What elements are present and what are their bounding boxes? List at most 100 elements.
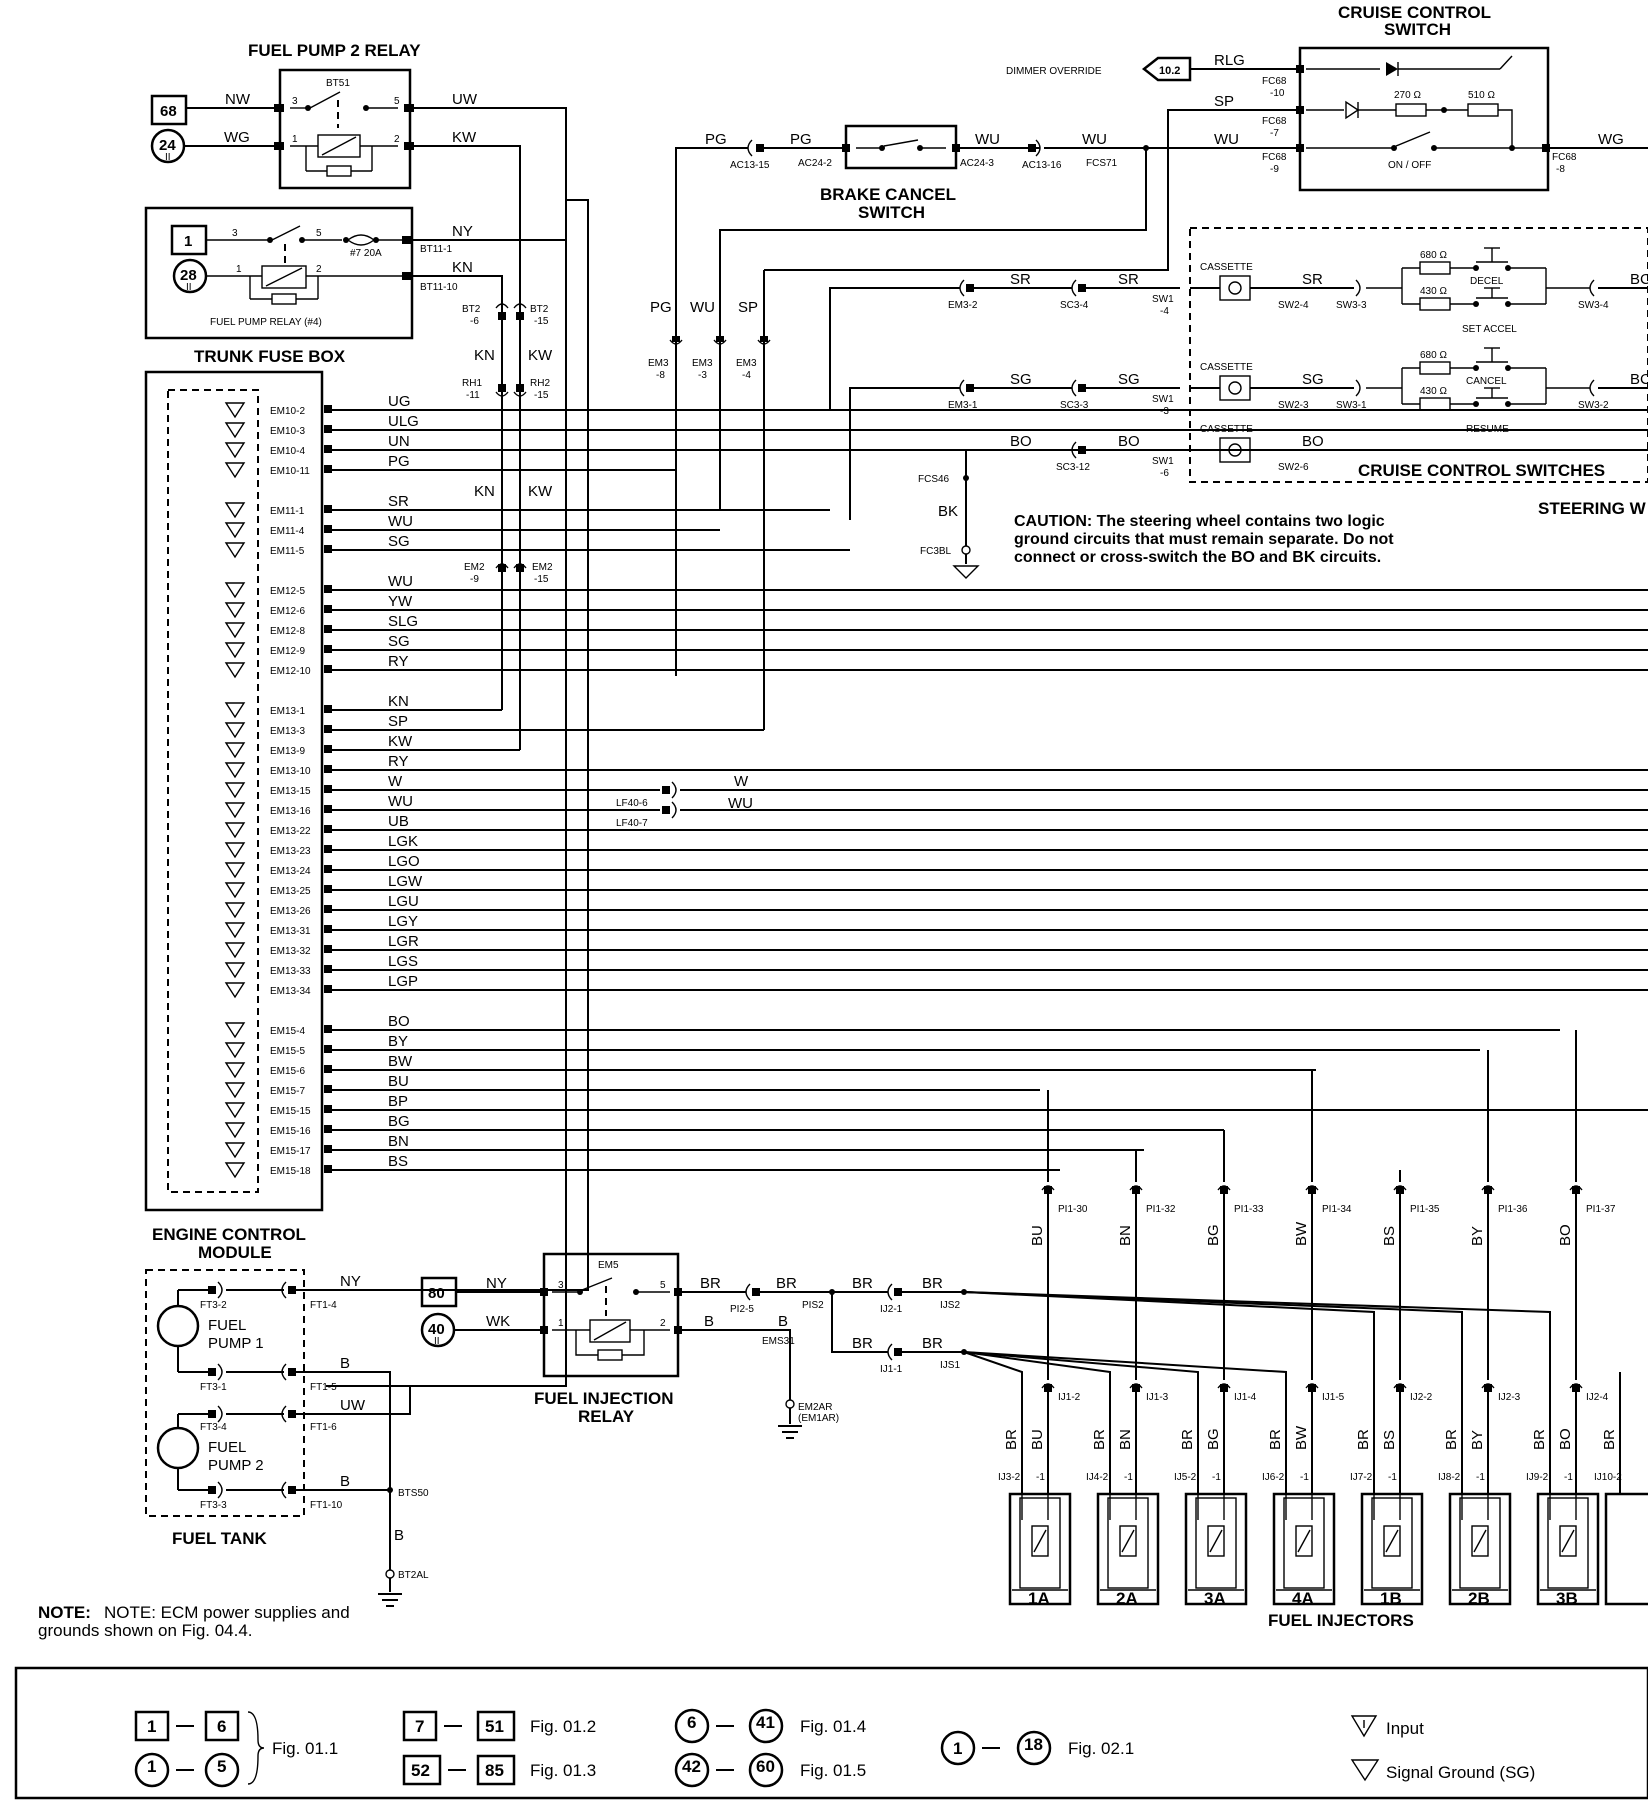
svg-text:CASSETTE: CASSETTE (1200, 362, 1253, 373)
svg-text:-4: -4 (1160, 306, 1169, 317)
ecm-pin-terminal (324, 505, 332, 513)
ecm-pin-label: EM15-5 (270, 1046, 305, 1057)
svg-text:PUMP 1: PUMP 1 (208, 1335, 264, 1352)
svg-text:BC: BC (1630, 371, 1648, 388)
injector-pi-terminal (1484, 1186, 1492, 1194)
injector-label: 3A (1204, 1589, 1226, 1608)
injector-br-wire (963, 1291, 1551, 1494)
ecm-wire-label: RY (388, 653, 409, 670)
ecm-pin-label: EM15-18 (270, 1166, 311, 1177)
ecm-wire-label: BY (388, 1033, 408, 1050)
injector-ij-label: IJ1-5 (1322, 1392, 1345, 1403)
svg-text:RH1: RH1 (462, 378, 482, 389)
fuel-tank: FUEL PUMP 1 FUEL PUMP 2 FT3-2 FT3-1 FT3-… (145, 1269, 343, 1548)
injector-conn-label: IJ5-2 (1174, 1472, 1197, 1483)
ecm-pin-icon (224, 782, 246, 799)
injector-br-label: BR (1003, 1429, 1020, 1450)
ecm-pin-terminal (324, 1125, 332, 1133)
ecm-pin-terminal (324, 925, 332, 933)
svg-text:B: B (394, 1527, 404, 1544)
injector-ij-label: IJ1-4 (1234, 1392, 1257, 1403)
svg-text:NY: NY (486, 1275, 507, 1292)
wire-kw: KW (452, 129, 477, 146)
ecm-wire-label: BW (388, 1053, 413, 1070)
injector-wire-label-lower: BO (1557, 1428, 1574, 1450)
svg-text:1: 1 (184, 233, 192, 250)
svg-text:AC13-15: AC13-15 (730, 160, 770, 171)
ecm-wire-label: BU (388, 1073, 409, 1090)
injector-body (1536, 1492, 1600, 1606)
ecm-pin-terminal (324, 1105, 332, 1113)
injector-inner (1459, 1497, 1501, 1589)
injector-coil-mark (1209, 1529, 1223, 1553)
ecm-wire-label: WU (388, 573, 413, 590)
svg-text:3: 3 (558, 1280, 564, 1291)
injector-inner (1019, 1497, 1061, 1589)
ecm-pin-label: EM13-25 (270, 886, 311, 897)
injector-pin-label: -1 (1388, 1472, 1397, 1483)
svg-text:EM3-2: EM3-2 (948, 300, 978, 311)
wire-uw: UW (452, 91, 478, 108)
svg-text:5: 5 (217, 1757, 226, 1776)
svg-text:SC3-12: SC3-12 (1056, 462, 1090, 473)
ecm-wire-label: SG (388, 633, 410, 650)
svg-text:WU: WU (1082, 131, 1107, 148)
svg-text:FT3-3: FT3-3 (200, 1500, 227, 1511)
ecm-wire-label: BO (388, 1013, 410, 1030)
svg-text:24: 24 (159, 137, 176, 154)
ecm-wire-label: LGY (388, 913, 418, 930)
svg-text:IJS2: IJS2 (940, 1300, 960, 1311)
svg-text:-15: -15 (534, 390, 549, 401)
svg-text:680 Ω: 680 Ω (1420, 350, 1447, 361)
injector-conn-label: IJ3-2 (998, 1472, 1021, 1483)
ecm-pin-icon (224, 522, 246, 539)
ecm-wire-label: WU (388, 793, 413, 810)
ecm-wire-label: UB (388, 813, 409, 830)
svg-text:Fig. 01.1: Fig. 01.1 (272, 1739, 338, 1758)
svg-text:430 Ω: 430 Ω (1420, 386, 1447, 397)
ecm-pin-terminal (324, 405, 332, 413)
svg-text:BR: BR (700, 1275, 721, 1292)
svg-text:EMS31: EMS31 (762, 1336, 795, 1347)
svg-text:1: 1 (953, 1739, 962, 1758)
injector-wire-label: BU (1029, 1225, 1046, 1246)
ecm-pin-icon (224, 1142, 246, 1159)
svg-text:II: II (186, 282, 192, 293)
ecm-pin-terminal (324, 585, 332, 593)
ecm-wire-label: SR (388, 493, 409, 510)
ecm-pin-label: EM12-6 (270, 606, 305, 617)
injector-coil (1559, 1525, 1577, 1557)
ecm-pin-label: EM13-24 (270, 866, 311, 877)
injector-pin-label: -1 (1300, 1472, 1309, 1483)
svg-text:SR: SR (1010, 271, 1031, 288)
svg-text:-9: -9 (1270, 164, 1279, 175)
injector-wire-label: BN (1117, 1225, 1134, 1246)
svg-text:-3: -3 (1160, 406, 1169, 417)
svg-text:1: 1 (236, 264, 242, 275)
ecm-pin-terminal (324, 445, 332, 453)
ecm-wire-label: BG (388, 1113, 410, 1130)
ecm-pin-terminal (324, 665, 332, 673)
ecm-pin-terminal (324, 725, 332, 733)
injector-coil (1031, 1525, 1049, 1557)
ecm-pin-icon (224, 1162, 246, 1179)
ecm-pin-label: EM13-15 (270, 786, 311, 797)
ecm-pin-label: EM12-10 (270, 666, 311, 677)
injector-ij-label: IJ2-4 (1586, 1392, 1609, 1403)
ecm-pin-label: EM13-10 (270, 766, 311, 777)
svg-text:60: 60 (756, 1757, 775, 1776)
injector-coil-mark (1385, 1529, 1399, 1553)
ecm-pin-label: EM13-26 (270, 906, 311, 917)
svg-text:Fig. 01.4: Fig. 01.4 (800, 1717, 866, 1736)
injector-ij-label: IJ1-3 (1146, 1392, 1169, 1403)
svg-text:FC68: FC68 (1262, 116, 1287, 127)
injector-coil (1383, 1525, 1401, 1557)
svg-text:EM2: EM2 (532, 562, 553, 573)
ecm-wire-label: SLG (388, 613, 418, 630)
ecm-pin-label: EM11-4 (270, 526, 305, 537)
svg-text:PG: PG (650, 299, 672, 316)
ecm-pin-terminal (324, 805, 332, 813)
svg-text:7: 7 (415, 1717, 424, 1736)
svg-text:18: 18 (1024, 1735, 1043, 1754)
